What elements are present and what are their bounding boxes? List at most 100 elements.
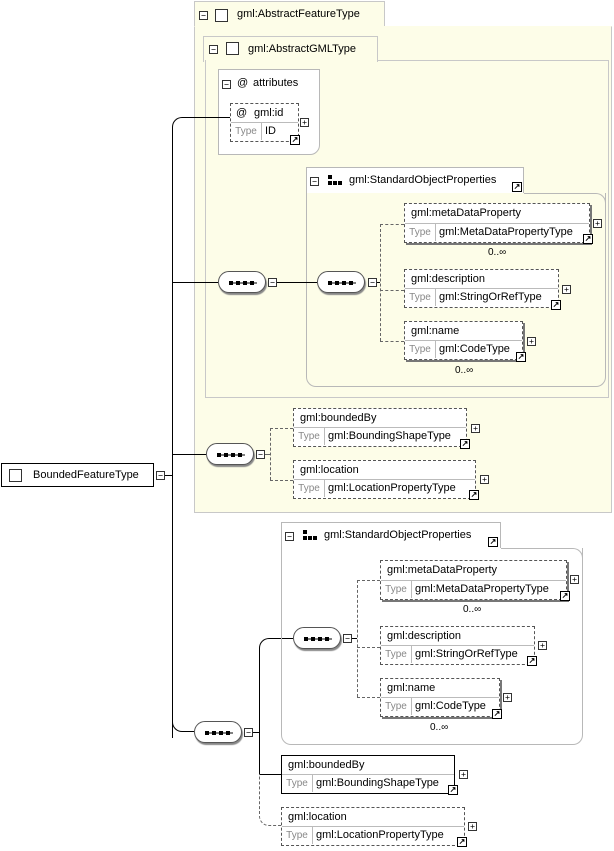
sequence-compositor[interactable]	[218, 271, 266, 293]
std-props-title: gml:StandardObjectProperties	[349, 174, 497, 186]
connector	[270, 480, 293, 481]
link-arrow-icon[interactable]: ↗	[488, 537, 498, 547]
type-value: gml:LocationPropertyType	[316, 829, 444, 841]
root-element[interactable]: BoundedFeatureType	[1, 463, 154, 487]
abstract-gml-title: gml:AbstractGMLType	[248, 43, 356, 55]
type-label: Type	[405, 289, 436, 306]
expand-icon[interactable]: +	[527, 337, 536, 346]
expand-icon[interactable]: +	[503, 693, 512, 702]
connector	[380, 224, 404, 225]
element-name: gml:location	[288, 811, 347, 823]
connector	[253, 732, 259, 733]
std-props-panel-top	[524, 193, 606, 205]
type-value: gml:StringOrRefType	[415, 648, 518, 660]
link-arrow-icon[interactable]: ↗	[469, 490, 479, 500]
sequence-compositor[interactable]	[206, 443, 254, 465]
collapse-icon[interactable]: −	[199, 11, 208, 20]
connector	[172, 127, 173, 738]
type-label: Type	[381, 698, 412, 715]
expand-icon[interactable]: +	[570, 575, 579, 584]
cardinality: 0..∞	[430, 722, 449, 733]
element-name: gml:name	[387, 682, 436, 694]
type-label: Type	[405, 341, 436, 358]
std-props-panel	[306, 193, 606, 387]
at-icon: @	[236, 107, 248, 119]
element-name: gml:boundedBy	[288, 759, 365, 771]
link-arrow-icon[interactable]: ↗	[516, 352, 526, 362]
sequence-compositor[interactable]	[293, 627, 341, 649]
abstract-gml-panel-top	[378, 60, 609, 61]
connector	[377, 282, 380, 283]
collapse-icon[interactable]: −	[285, 532, 294, 541]
element-name: gml:location	[300, 464, 359, 476]
type-label: Type	[282, 775, 313, 792]
collapse-icon[interactable]: −	[343, 634, 352, 643]
connector	[352, 638, 357, 639]
cardinality: 0..∞	[455, 365, 474, 376]
std-props-tab: − gml:StandardObjectProperties ↗	[306, 167, 524, 193]
type-value: gml:LocationPropertyType	[328, 482, 456, 494]
complex-type-icon	[9, 469, 22, 482]
collapse-icon[interactable]: −	[209, 45, 218, 54]
link-arrow-icon[interactable]: ↗	[448, 785, 458, 795]
sequence-compositor[interactable]	[194, 721, 242, 743]
connector	[357, 580, 380, 581]
sequence-compositor[interactable]	[317, 271, 365, 293]
expand-icon[interactable]: +	[562, 285, 571, 294]
collapse-icon[interactable]: −	[222, 80, 231, 89]
attribute-name: gml:id	[254, 107, 284, 119]
collapse-icon[interactable]: −	[310, 177, 319, 186]
connector	[357, 697, 380, 698]
abstract-gml-tab: − gml:AbstractGMLType	[203, 36, 378, 62]
expand-icon[interactable]: +	[480, 475, 489, 484]
collapse-icon[interactable]: −	[156, 471, 165, 480]
type-value: gml:BoundingShapeType	[316, 777, 439, 789]
collapse-icon[interactable]: −	[244, 728, 253, 737]
link-arrow-icon[interactable]: ↗	[457, 837, 467, 847]
type-label: Type	[282, 827, 313, 844]
link-arrow-icon[interactable]: ↗	[492, 709, 502, 719]
collapse-icon[interactable]: −	[268, 278, 277, 287]
link-arrow-icon[interactable]: ↗	[551, 300, 561, 310]
expand-icon[interactable]: +	[300, 118, 309, 127]
link-arrow-icon[interactable]: ↗	[560, 591, 570, 601]
collapse-icon[interactable]: −	[368, 278, 377, 287]
expand-icon[interactable]: +	[471, 424, 480, 433]
group-icon	[328, 174, 342, 188]
connector	[172, 282, 218, 283]
attributes-label: attributes	[253, 77, 299, 89]
element-name: gml:description	[411, 273, 485, 285]
link-arrow-icon[interactable]: ↗	[460, 439, 470, 449]
link-arrow-icon[interactable]: ↗	[583, 234, 593, 244]
complex-type-icon	[215, 9, 228, 22]
expand-icon[interactable]: +	[538, 641, 547, 650]
connector	[265, 454, 270, 455]
connector	[190, 117, 230, 118]
expand-icon[interactable]: +	[593, 219, 602, 228]
expand-icon[interactable]: +	[459, 770, 468, 779]
link-arrow-icon[interactable]: ↗	[290, 135, 300, 145]
link-arrow-icon[interactable]: ↗	[527, 656, 537, 666]
connector	[270, 428, 271, 480]
element-name: gml:metaDataProperty	[387, 564, 498, 576]
connector	[172, 718, 194, 732]
type-label: Type	[381, 646, 412, 663]
collapse-icon[interactable]: −	[256, 450, 265, 459]
type-value: gml:MetaDataPropertyType	[415, 583, 549, 595]
element-name: gml:boundedBy	[300, 412, 377, 424]
expand-icon[interactable]: +	[468, 822, 477, 831]
type-value: gml:StringOrRefType	[439, 291, 542, 303]
abstract-feature-title: gml:AbstractFeatureType	[237, 8, 360, 20]
link-arrow-icon[interactable]: ↗	[512, 182, 522, 192]
